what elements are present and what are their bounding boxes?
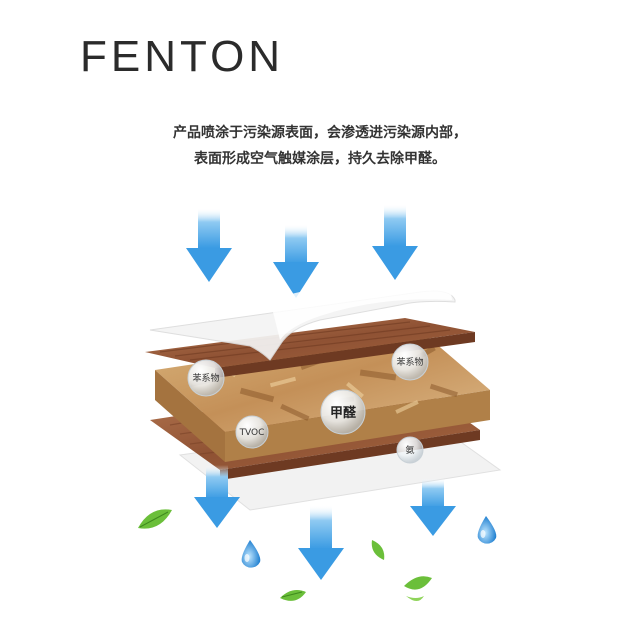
svg-text:TVOC: TVOC — [239, 428, 265, 438]
water-drop-icon — [477, 516, 497, 544]
svg-text:甲醛: 甲醛 — [330, 405, 357, 421]
arrow-down-icon — [273, 224, 319, 298]
leaf-icon — [280, 590, 306, 601]
arrow-down-icon — [410, 478, 456, 536]
arrow-down-icon — [194, 465, 240, 528]
brand-logo-text: FENTON — [80, 32, 285, 81]
leaf-icon — [371, 540, 385, 560]
svg-text:苯系物: 苯系物 — [192, 372, 219, 384]
description-line-2: 表面形成空气触媒涂层，持久去除甲醛。 — [194, 151, 446, 167]
svg-text:苯系物: 苯系物 — [396, 356, 423, 368]
arrow-down-icon — [372, 204, 418, 280]
arrow-down-icon — [186, 208, 232, 282]
pollutant-bubble-formaldehyde: 甲醛 — [320, 389, 366, 435]
pollutant-bubble-benzene-right: 苯系物 — [391, 343, 429, 381]
pollutant-bubble-ammonia: 氨 — [396, 436, 424, 464]
arrow-down-icon — [298, 505, 344, 580]
pollutant-bubble-tvoc: TVOC — [235, 415, 269, 449]
svg-text:氨: 氨 — [405, 444, 414, 456]
leaf-icon — [404, 576, 432, 601]
description-line-1: 产品喷涂于污染源表面，会渗透进污染源内部， — [173, 125, 467, 141]
product-description: 产品喷涂于污染源表面，会渗透进污染源内部， 表面形成空气触媒涂层，持久去除甲醛。 — [0, 120, 640, 172]
leaf-icon — [138, 509, 172, 529]
water-drop-icon — [241, 540, 261, 568]
pollutant-bubble-benzene-left: 苯系物 — [187, 359, 225, 397]
